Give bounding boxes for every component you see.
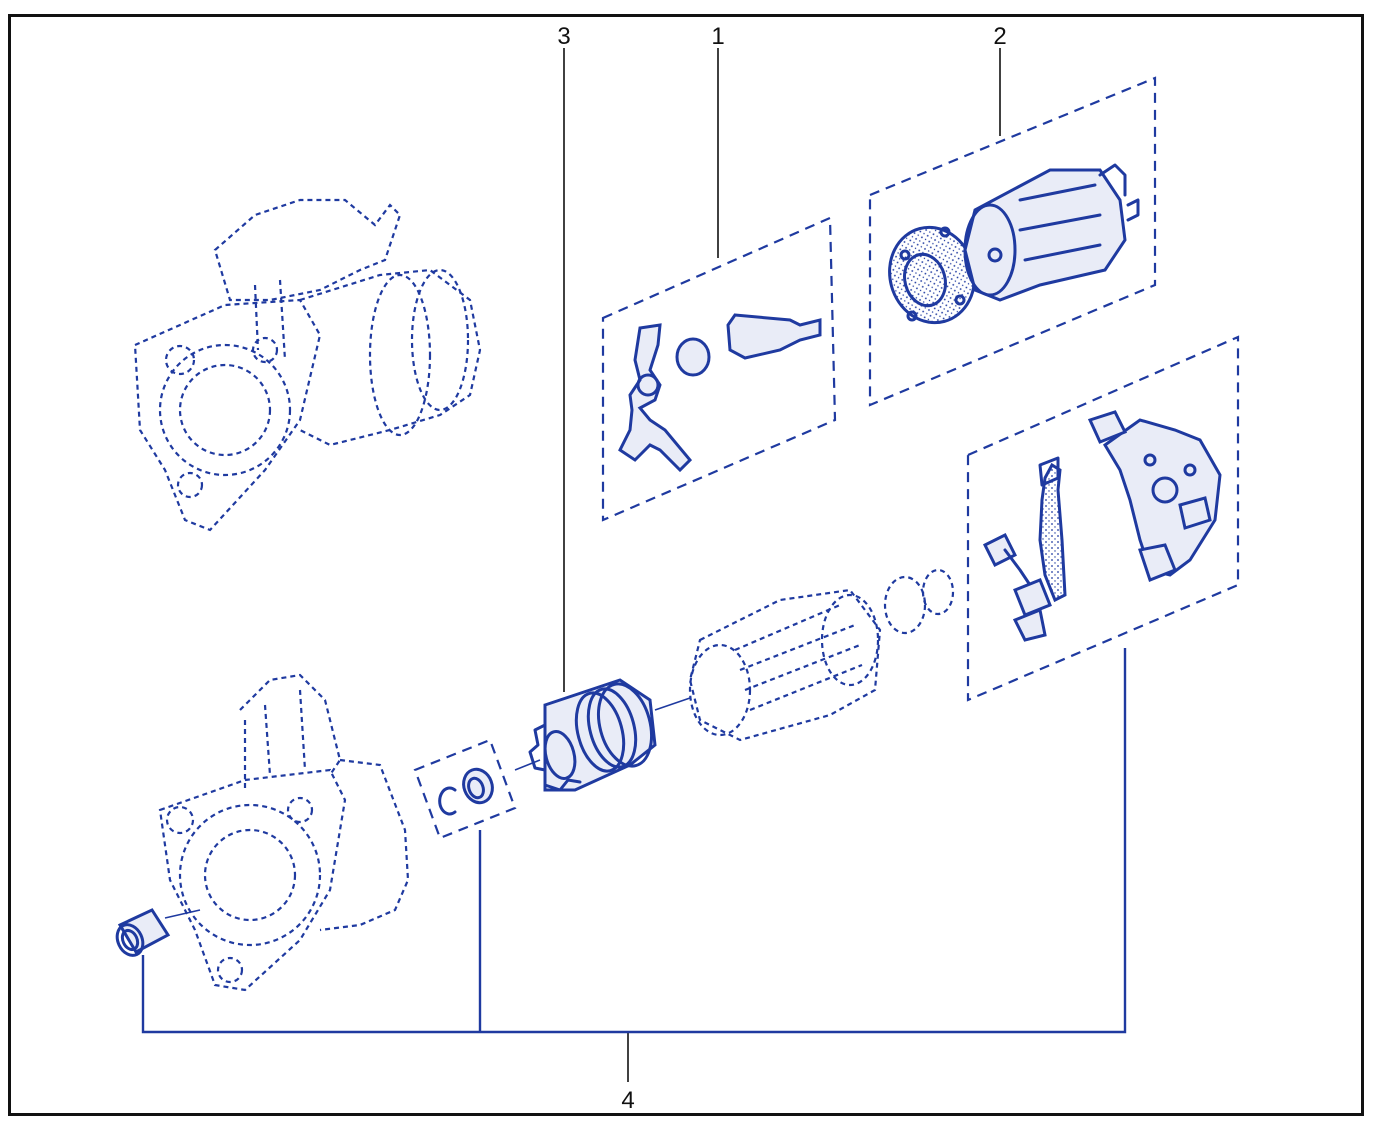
callout-4-bracket: [141, 648, 1127, 1034]
ghost-drive-housing: [158, 673, 410, 992]
callout-4: 4: [621, 1087, 634, 1114]
drive-pinion-part: [528, 678, 657, 792]
assembly-axis-line: [164, 697, 691, 919]
callout-2: 2: [993, 23, 1006, 50]
diagram-frame: [8, 14, 1364, 1116]
lever-kit-group: [601, 216, 837, 522]
callout-1: 1: [711, 23, 724, 50]
bush-part: [115, 908, 171, 957]
brush-holder-group: [966, 335, 1240, 702]
solenoid-group: [868, 76, 1157, 407]
ghost-starter-assembled: [133, 198, 482, 532]
ghost-armature: [688, 568, 955, 742]
circlip-stop-ring-group: [413, 738, 517, 840]
callout-3: 3: [557, 23, 570, 50]
